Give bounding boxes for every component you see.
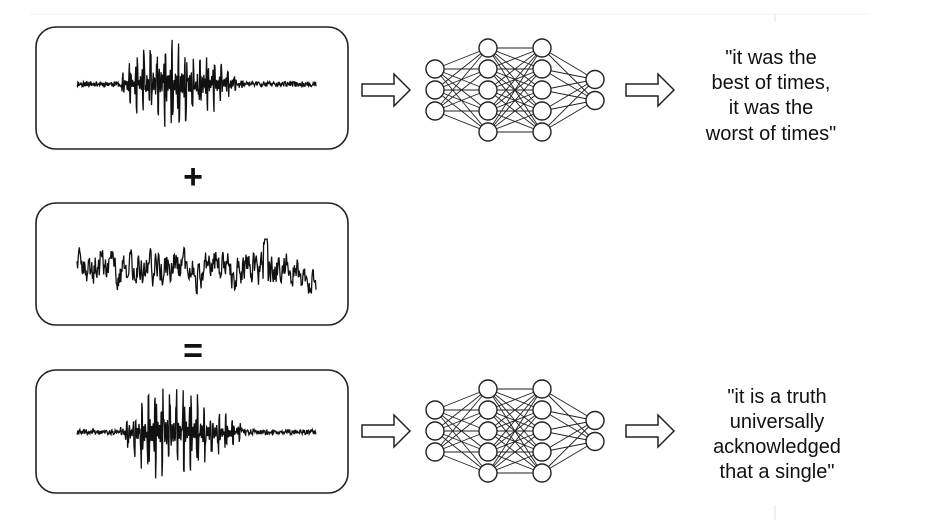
- network-node: [532, 101, 552, 121]
- network-connection: [487, 430, 543, 474]
- network-connection: [487, 68, 543, 133]
- network-node: [585, 90, 605, 111]
- network-connection: [541, 420, 596, 474]
- network-node: [478, 400, 498, 420]
- network-connection: [434, 47, 489, 91]
- arrow-icon: [361, 72, 412, 108]
- plus-operator: +: [183, 158, 203, 196]
- network-node: [532, 38, 552, 58]
- arrow-icon: [361, 413, 412, 449]
- transcription-top-line-4: worst of times": [705, 123, 836, 145]
- network-connection: [541, 100, 596, 133]
- network-node: [425, 101, 445, 121]
- network-connection: [487, 47, 543, 91]
- network-node: [532, 421, 552, 441]
- network-connection: [434, 68, 489, 112]
- plus-sign: +: [183, 158, 203, 196]
- network-node: [532, 463, 552, 483]
- transcription-bottom: "it is a truth universally acknowledged …: [713, 386, 841, 483]
- arrow-icon: [625, 72, 676, 108]
- network-node: [478, 122, 498, 142]
- transcription-bottom-line-1: "it is a truth: [727, 386, 826, 408]
- network-node: [532, 59, 552, 79]
- equals-sign: =: [183, 332, 203, 370]
- network-connection: [541, 420, 596, 453]
- equals-operator: =: [183, 332, 203, 370]
- network-node: [585, 431, 605, 452]
- transcription-top-line-2: best of times,: [712, 72, 831, 94]
- network-node: [478, 379, 498, 399]
- transcription-top-line-3: it was the: [729, 97, 813, 119]
- network-node: [425, 400, 445, 420]
- speech-waveform-top: [76, 39, 317, 127]
- neural-network-icon-bottom: [425, 379, 605, 483]
- waveform-box-bottom: [35, 369, 349, 494]
- neural-network-icon-top: [425, 38, 605, 142]
- speech-waveform-bottom: [76, 388, 317, 479]
- transcription-bottom-line-3: acknowledged: [713, 436, 841, 458]
- network-connection: [487, 47, 543, 133]
- network-node: [425, 80, 445, 100]
- network-connection: [541, 79, 596, 112]
- network-connection: [487, 388, 543, 474]
- transcription-top-line-1: "it was the: [725, 47, 817, 69]
- network-node: [478, 59, 498, 79]
- noise-waveform: [76, 238, 317, 295]
- network-connection: [434, 388, 489, 432]
- network-node: [478, 38, 498, 58]
- network-node: [425, 442, 445, 462]
- network-connection: [541, 441, 596, 474]
- network-node: [532, 80, 552, 100]
- network-node: [532, 442, 552, 462]
- network-connection: [487, 388, 543, 453]
- network-connection: [434, 409, 489, 453]
- transcription-top: "it was the best of times, it was the wo…: [705, 47, 836, 145]
- network-node: [478, 463, 498, 483]
- network-node: [532, 400, 552, 420]
- arrow-icon: [625, 413, 676, 449]
- waveform-box-top: [35, 26, 349, 150]
- network-node: [532, 379, 552, 399]
- network-connection: [541, 388, 596, 421]
- network-node: [478, 80, 498, 100]
- network-node: [585, 410, 605, 431]
- network-connection: [434, 47, 489, 112]
- network-node: [425, 421, 445, 441]
- network-connection: [487, 47, 543, 112]
- network-node: [532, 122, 552, 142]
- waveform-box-middle: [35, 202, 349, 326]
- network-node: [425, 59, 445, 79]
- transcription-bottom-line-2: universally: [730, 411, 824, 433]
- network-node: [478, 421, 498, 441]
- network-connection: [487, 89, 543, 133]
- network-node: [478, 101, 498, 121]
- network-connection: [541, 47, 596, 80]
- network-connection: [487, 409, 543, 474]
- network-connection: [434, 388, 489, 453]
- network-node: [585, 69, 605, 90]
- transcription-bottom-line-4: that a single": [720, 461, 835, 483]
- network-connection: [541, 79, 596, 133]
- network-connection: [487, 388, 543, 432]
- network-node: [478, 442, 498, 462]
